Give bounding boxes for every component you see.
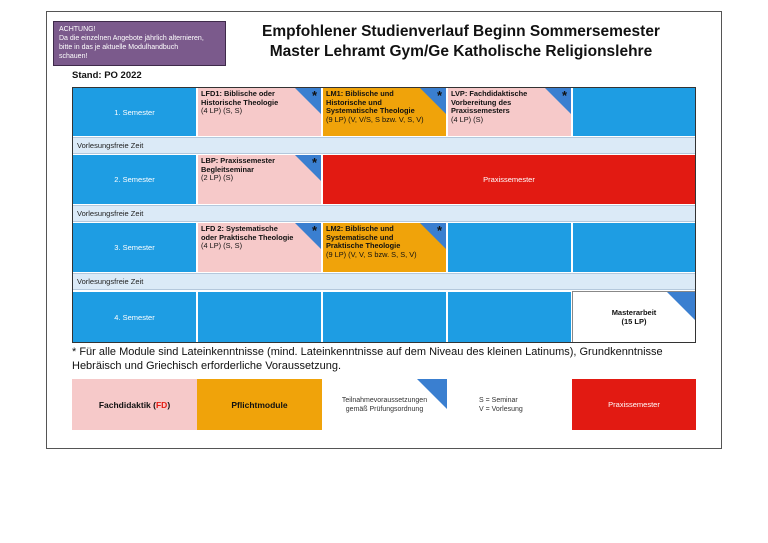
empty-slot (197, 291, 322, 343)
legend-fd-abbrev: FD (155, 399, 168, 410)
lfd2-title: LFD 2: Systematische (201, 224, 278, 233)
prerequisite-triangle-icon (420, 88, 446, 114)
praxissemester-label: Praxissemester (483, 175, 535, 184)
empty-slot (447, 222, 572, 273)
semester-1-text: 1. Semester (114, 107, 155, 117)
masterarbeit-credits: (15 LP) (621, 317, 647, 326)
empty-slot (447, 291, 572, 343)
module-lfd2: * LFD 2: Systematische oder Praktische T… (197, 222, 322, 273)
lvp-line2: Vorbereitung des (451, 97, 512, 107)
lfd2-details: (4 LP) (S, S) (201, 241, 243, 251)
legend-teilnahme-line1: Teilnahmevoraussetzungen (341, 396, 428, 404)
module-lvp: * LVP: Fachdidaktische Vorbereitung des … (447, 87, 572, 137)
semester-2-label: 2. Semester (72, 154, 197, 205)
lm1-line2: Historische und (326, 97, 382, 107)
title-line-2: Master Lehramt Gym/Ge Katholische Religi… (269, 43, 653, 60)
star-icon: * (311, 223, 317, 238)
page-title: Empfohlener Studienverlauf Beginn Sommer… (236, 22, 686, 62)
warning-text-3: schauen! (59, 53, 88, 60)
legend-praxissemester: Praxissemester (572, 379, 696, 430)
lfd1-subtitle: Historische Theologie (201, 97, 279, 107)
lfd2-subtitle: oder Praktische Theologie (201, 232, 294, 242)
legend-fachdidaktik-close: ) (167, 399, 171, 410)
lm1-details: (9 LP) (V, V/S, S bzw. V, S, V) (326, 114, 424, 124)
legend-praxissemester-label: Praxissemester (608, 400, 660, 409)
legend-teilnahme-line2: gemäß Prüfungsordnung (345, 405, 424, 413)
empty-slot (572, 87, 696, 137)
warning-text-1: Da die einzelnen Angebote jährlich alter… (59, 35, 204, 42)
module-lfd1: * LFD1: Biblische oder Historische Theol… (197, 87, 322, 137)
legend-abbreviations: S = Seminar V = Vorlesung (447, 379, 572, 430)
legend-fachdidaktik: Fachdidaktik (FD) (72, 379, 197, 430)
lm2-line2: Systematische und (326, 232, 394, 242)
prerequisite-triangle-icon (295, 88, 321, 114)
module-lm2: * LM2: Biblische und Systematische und P… (322, 222, 447, 273)
legend-fachdidaktik-label: Fachdidaktik ( (98, 399, 156, 410)
prerequisite-triangle-icon (420, 223, 446, 249)
semester-3-text: 3. Semester (114, 243, 155, 252)
legend-vorlesung: V = Vorlesung (479, 405, 523, 413)
lvp-line3: Praxissemesters (451, 106, 510, 116)
legend-teilnahme: Teilnahmevoraussetzungen gemäß Prüfungso… (322, 379, 447, 430)
star-icon: * (311, 88, 317, 103)
semester-2-text: 2. Semester (114, 175, 155, 184)
masterarbeit-title: Masterarbeit (611, 308, 657, 317)
lfd1-details: (4 LP) (S, S) (201, 106, 243, 116)
lvp-details: (4 LP) (S) (451, 114, 484, 124)
semester-4-label: 4. Semester (72, 291, 197, 343)
lbp-line2: Begleitseminar (201, 164, 254, 174)
empty-slot (322, 291, 447, 343)
warning-title: ACHTUNG! (59, 26, 96, 33)
lbp-details: (2 LP) (S) (201, 173, 234, 183)
lecture-free-period: Vorlesungsfreie Zeit (72, 137, 696, 154)
lfd1-title: LFD1: Biblische oder (201, 89, 275, 98)
lm1-line3: Systematische Theologie (326, 106, 415, 116)
semester-4-text: 4. Semester (114, 312, 155, 322)
lecture-free-period: Vorlesungsfreie Zeit (72, 205, 696, 222)
lm2-line3: Praktische Theologie (326, 241, 401, 251)
lvp-title: LVP: Fachdidaktische (451, 89, 528, 98)
prerequisite-triangle-icon (545, 88, 571, 114)
prerequisite-triangle-icon (417, 379, 447, 409)
prerequisite-triangle-icon (295, 155, 321, 181)
star-icon: * (436, 223, 442, 238)
lbp-title: LBP: Praxissemester (201, 156, 275, 165)
star-icon: * (436, 88, 442, 103)
legend-seminar: S = Seminar (479, 396, 518, 404)
module-masterarbeit: Masterarbeit (15 LP) (572, 291, 696, 343)
semester-3-label: 3. Semester (72, 222, 197, 273)
warning-text-2: bitte in das je aktuelle Modulhandbuch (59, 44, 179, 51)
module-lm1: * LM1: Biblische und Historische und Sys… (322, 87, 447, 137)
lm2-details: (9 LP) (V, V, S bzw. S, S, V) (326, 249, 417, 259)
lm1-title: LM1: Biblische und (326, 89, 394, 98)
module-praxissemester: Praxissemester (322, 154, 696, 205)
star-icon: * (311, 155, 317, 170)
title-line-1: Empfohlener Studienverlauf Beginn Sommer… (262, 23, 660, 40)
stand-label: Stand: PO 2022 (72, 70, 142, 81)
legend-pflichtmodule-label: Pflichtmodule (231, 399, 288, 410)
prerequisite-triangle-icon (667, 292, 695, 320)
semester-1-label: 1. Semester (72, 87, 197, 137)
lm2-title: LM2: Biblische und (326, 224, 394, 233)
warning-box: ACHTUNG! Da die einzelnen Angebote jährl… (53, 21, 226, 66)
empty-slot (572, 222, 696, 273)
lecture-free-period: Vorlesungsfreie Zeit (72, 273, 696, 290)
prerequisite-triangle-icon (295, 223, 321, 249)
module-lbp: * LBP: Praxissemester Begleitseminar (2 … (197, 154, 322, 205)
footnote: * Für alle Module sind Lateinkenntnisse … (72, 346, 663, 372)
legend-pflichtmodule: Pflichtmodule (197, 379, 322, 430)
star-icon: * (561, 88, 567, 103)
